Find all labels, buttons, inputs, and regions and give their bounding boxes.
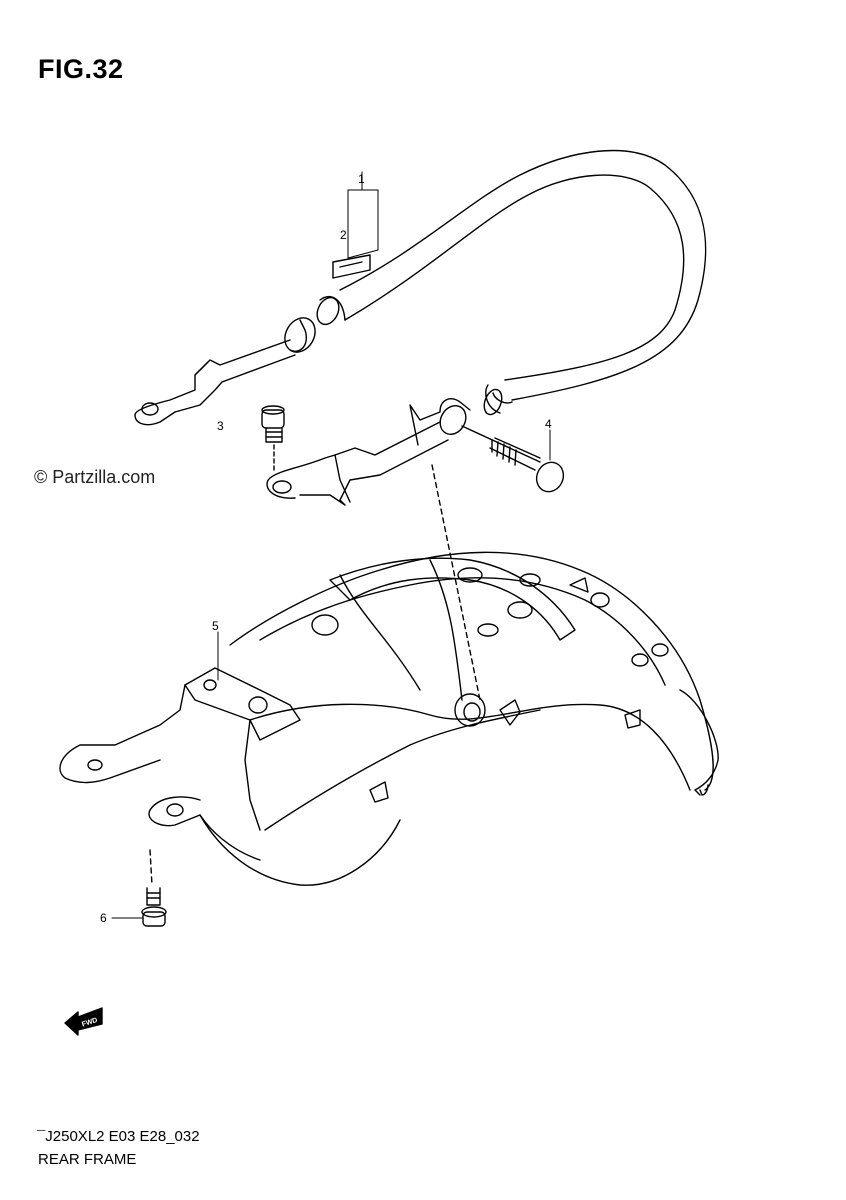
figure-title: FIG.32 [38, 54, 124, 84]
label-tag [332, 189, 379, 279]
grab-bar-tube [316, 149, 707, 416]
left-bracket-arm [134, 317, 316, 426]
long-bolt [461, 425, 565, 493]
short-bolt-top [261, 405, 285, 471]
rear-fender [229, 551, 719, 831]
callout-3: 3 [217, 419, 224, 433]
diagram-code: ¯J250XL2 E03 E28_032 [37, 1128, 200, 1145]
forward-arrow-label: FWD [81, 1017, 98, 1029]
forward-arrow-icon: FWD [64, 1007, 103, 1036]
watermark-text: © Partzilla.com [34, 467, 156, 487]
right-bracket-arm [266, 398, 471, 506]
diagram-name: REAR FRAME [38, 1151, 137, 1168]
hidden-line-2 [149, 849, 153, 886]
fender-front-bracket [59, 667, 401, 886]
callout-4: 4 [545, 417, 552, 431]
callout-5: 5 [212, 619, 219, 633]
callout-2: 2 [340, 228, 347, 242]
short-bolt-bottom [141, 887, 167, 927]
callout-1: 1 [358, 172, 365, 186]
callout-6: 6 [100, 911, 107, 925]
hidden-line-1 [431, 464, 481, 701]
